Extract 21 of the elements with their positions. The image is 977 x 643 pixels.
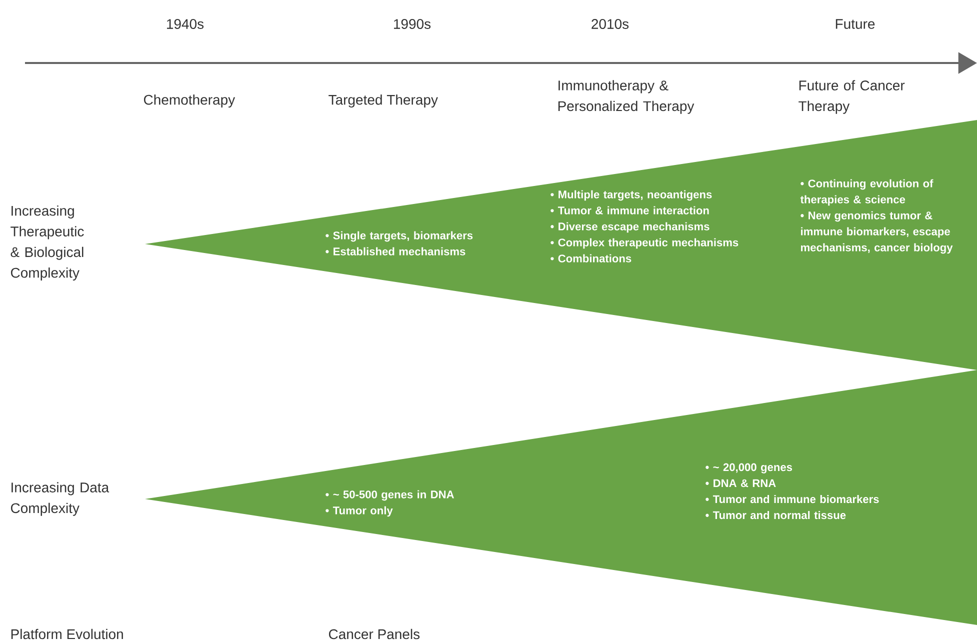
era-label: 1940s — [167, 19, 204, 29]
node-label: • ~ 20,000 genes — [706, 463, 792, 474]
platform-label: Platform Evolution — [11, 628, 123, 640]
axis-label: Increasing Therapeutic & Biological Complexity — [10, 205, 84, 281]
node-label: • Tumor and immune biomarkers — [706, 494, 879, 504]
axis-label: Increasing Data Complexity — [10, 482, 110, 516]
node-label: • Tumor & immune interaction — [550, 206, 709, 214]
bullet-list: • Single targets, biomarkers • Established mechanisms — [326, 231, 473, 256]
node-label: • Diverse escape mechanisms — [550, 222, 710, 233]
node-label: • Combinations — [550, 254, 632, 262]
bullet-list: • Continuing evolution of therapies & science • New genomics tumor & immune biomarkers, escape mechanisms, cancer biology — [800, 179, 953, 254]
node-label: • DNA & RNA — [706, 479, 776, 488]
node-label: • Tumor and normal tissue — [706, 510, 846, 520]
node-label: • Multiple targets, neoantigens — [550, 190, 712, 201]
era-label: 2010s — [592, 19, 629, 29]
node-label: • Complex therapeutic mechanisms — [550, 238, 738, 249]
era-label: Future — [836, 19, 875, 29]
bullet-list: • ~ 20,000 genes • DNA & RNA • Tumor and immune biomarkers • Tumor and normal tissue — [706, 463, 879, 520]
era-label: 1990s — [394, 19, 431, 29]
bullet-list: • ~ 50-500 genes in DNA • Tumor only — [326, 490, 454, 517]
bullet-list: • Multiple targets, neoantigens • Tumor & immune interaction • Diverse escape mechanisms • Complex therapeutic mechanisms • Combinations — [550, 190, 738, 262]
